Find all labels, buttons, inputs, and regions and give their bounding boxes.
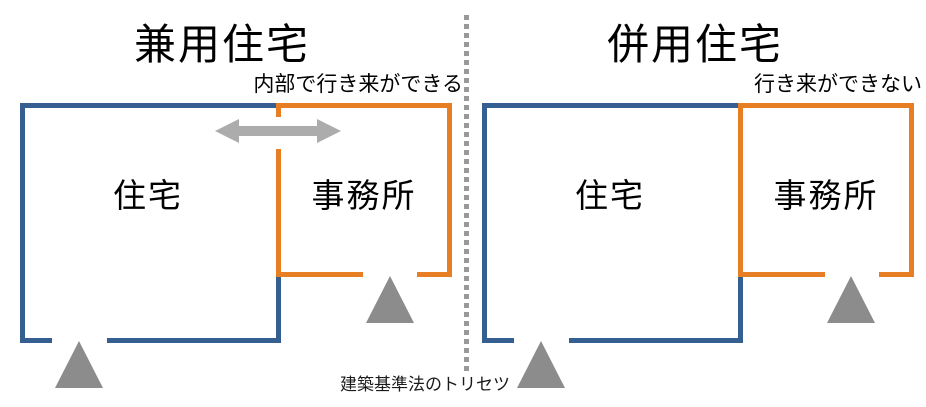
right-office-label: 事務所 [773, 177, 879, 214]
entrance-triangle-icon [827, 276, 875, 323]
right-office-wall-left-solid [738, 103, 743, 272]
left-panel-subtitle: 内部で行き来ができる [253, 73, 463, 96]
left-house-wall-top [20, 103, 278, 108]
right-house-wall-left [482, 103, 487, 343]
entrance-triangle-icon [366, 276, 414, 323]
footer-credit: 建築基準法のトリセツ [340, 375, 510, 394]
left-house-wall-bottom-segment2 [107, 338, 281, 343]
left-office-wall-left-stub [276, 103, 281, 117]
left-house-wall-bottom-segment1 [20, 338, 52, 343]
left-office-wall-bottom-segment2 [417, 272, 452, 277]
right-house-wall-bottom-segment1 [482, 338, 514, 343]
left-house-wall-left [20, 103, 25, 343]
right-panel-subtitle: 行き来ができない [754, 73, 922, 96]
right-office-wall-bottom-segment2 [879, 272, 914, 277]
left-office-wall-right [447, 103, 452, 277]
double-arrow-icon [215, 119, 341, 143]
arrow-body [237, 126, 319, 136]
left-office-wall-top [276, 103, 452, 108]
right-house-label: 住宅 [575, 177, 645, 214]
right-house-wall-right-lower [738, 272, 743, 343]
left-house-label: 住宅 [113, 177, 183, 214]
arrow-head-left [215, 119, 239, 143]
right-office-wall-bottom-segment1 [738, 272, 825, 277]
entrance-triangle-icon [517, 341, 565, 388]
left-panel-title: 兼用住宅 [133, 21, 310, 68]
right-office-wall-top [738, 103, 914, 108]
entrance-triangle-icon [55, 341, 103, 388]
right-house-wall-bottom-segment2 [569, 338, 743, 343]
left-office-wall-left-lower [276, 149, 281, 272]
left-house-wall-right-lower [276, 272, 281, 343]
right-house-wall-top [482, 103, 740, 108]
dotted-divider-line [464, 15, 469, 375]
left-office-wall-bottom-segment1 [276, 272, 363, 277]
arrow-head-right [317, 119, 341, 143]
right-panel-title: 併用住宅 [606, 21, 783, 68]
right-office-wall-right [909, 103, 914, 277]
left-office-label: 事務所 [311, 177, 417, 214]
